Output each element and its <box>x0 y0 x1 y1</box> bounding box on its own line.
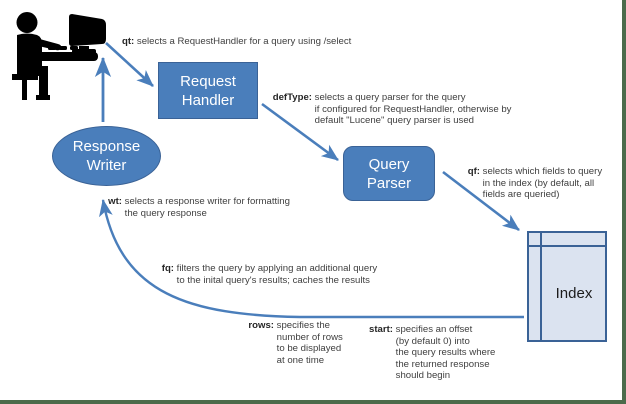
arrow-index-to-response-writer <box>99 199 524 319</box>
annotation-rows-key: rows: <box>248 320 274 331</box>
annotation-deftype-key: defType: <box>272 92 312 103</box>
annotation-fq-body: filters the query by applying an additio… <box>176 263 378 286</box>
user-at-computer-icon <box>6 8 112 114</box>
node-query-parser[interactable]: Query Parser <box>343 146 435 201</box>
annotation-wt-key: wt: <box>108 196 122 207</box>
annotation-wt: wt: selects a response writer for format… <box>108 196 290 219</box>
annotation-deftype: defType: selects a query parser for the … <box>272 92 512 127</box>
annotation-deftype-body: selects a query parser for the query if … <box>314 92 512 127</box>
annotation-qt: qt: selects a RequestHandler for a query… <box>122 36 351 48</box>
annotation-start-body: specifies an offset (by default 0) into … <box>395 324 496 382</box>
annotation-qf-key: qf: <box>467 166 480 177</box>
index-left-band <box>540 233 542 340</box>
index-top-band <box>529 245 605 247</box>
annotation-qt-body: selects a RequestHandler for a query usi… <box>136 36 352 47</box>
arrow-request-handler-to-query-parser <box>261 102 339 162</box>
annotation-rows-body: specifies the number of rows to be displ… <box>276 320 343 366</box>
node-query-parser-label: Query Parser <box>366 155 412 192</box>
annotation-rows: rows: specifies the number of rows to be… <box>242 320 343 366</box>
annotation-fq-key: fq: <box>161 263 174 274</box>
annotation-start-key: start: <box>369 324 393 335</box>
arrow-query-parser-to-index <box>442 170 520 232</box>
arrow-user-to-request-handler <box>105 42 154 87</box>
annotation-qf: qf: selects which fields to query in the… <box>466 166 602 201</box>
annotation-start: start: specifies an offset (by default 0… <box>362 324 495 382</box>
node-response-writer[interactable]: Response Writer <box>52 126 161 186</box>
annotation-qt-key: qt: <box>122 36 135 47</box>
annotation-qf-body: selects which fields to query in the ind… <box>482 166 603 201</box>
node-index[interactable]: Index <box>527 231 607 342</box>
annotation-fq: fq: filters the query by applying an add… <box>160 263 377 286</box>
node-request-handler[interactable]: Request Handler <box>158 62 258 119</box>
node-index-label: Index <box>555 285 593 302</box>
annotation-wt-body: selects a response writer for formatting… <box>124 196 290 219</box>
node-request-handler-label: Request Handler <box>180 72 236 109</box>
node-response-writer-label: Response Writer <box>72 138 141 174</box>
